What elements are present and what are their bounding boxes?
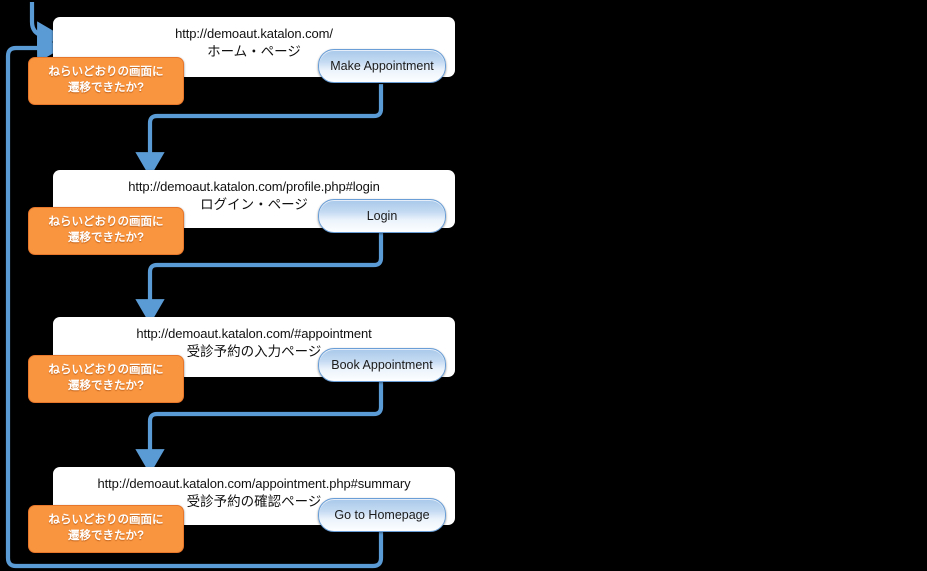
node-text-block: http://demoaut.katalon.com/#appointment …	[53, 326, 455, 360]
node-text-block: http://demoaut.katalon.com/appointment.p…	[53, 476, 455, 510]
node-url: http://demoaut.katalon.com/	[175, 26, 333, 41]
node-url: http://demoaut.katalon.com/profile.php#l…	[128, 179, 380, 194]
connector-2-to-3	[135, 233, 384, 325]
node-url: http://demoaut.katalon.com/appointment.p…	[97, 476, 411, 491]
connector-3-to-4	[135, 382, 384, 475]
callout-verify-transition-1: ねらいどおりの画面に 遷移できたか?	[28, 57, 184, 105]
button-login[interactable]: Login	[318, 199, 446, 233]
connector-1-to-2	[135, 84, 384, 178]
button-label: Go to Homepage	[334, 508, 430, 522]
callout-verify-transition-2: ねらいどおりの画面に 遷移できたか?	[28, 207, 184, 255]
node-text-block: http://demoaut.katalon.com/profile.php#l…	[53, 179, 455, 213]
button-book-appointment[interactable]: Book Appointment	[318, 348, 446, 382]
callout-verify-transition-4: ねらいどおりの画面に 遷移できたか?	[28, 505, 184, 553]
callout-label: ねらいどおりの画面に 遷移できたか?	[48, 216, 164, 244]
button-label: Book Appointment	[331, 358, 433, 372]
button-label: Make Appointment	[330, 59, 434, 73]
node-page-name: ログイン・ページ	[200, 196, 308, 212]
node-text-block: http://demoaut.katalon.com/ ホーム・ページ	[53, 26, 455, 60]
button-label: Login	[366, 209, 398, 223]
node-page-name: 受診予約の入力ページ	[186, 343, 322, 359]
callout-verify-transition-3: ねらいどおりの画面に 遷移できたか?	[28, 355, 184, 403]
callout-label: ねらいどおりの画面に 遷移できたか?	[48, 514, 164, 542]
node-url: http://demoaut.katalon.com/#appointment	[136, 326, 372, 341]
callout-label: ねらいどおりの画面に 遷移できたか?	[48, 364, 164, 392]
callout-label: ねらいどおりの画面に 遷移できたか?	[48, 66, 164, 94]
button-go-to-homepage[interactable]: Go to Homepage	[318, 498, 446, 532]
entry-connector	[29, 2, 63, 51]
node-page-name: 受診予約の確認ページ	[186, 493, 322, 509]
button-make-appointment[interactable]: Make Appointment	[318, 49, 446, 83]
node-page-name: ホーム・ページ	[207, 43, 301, 59]
